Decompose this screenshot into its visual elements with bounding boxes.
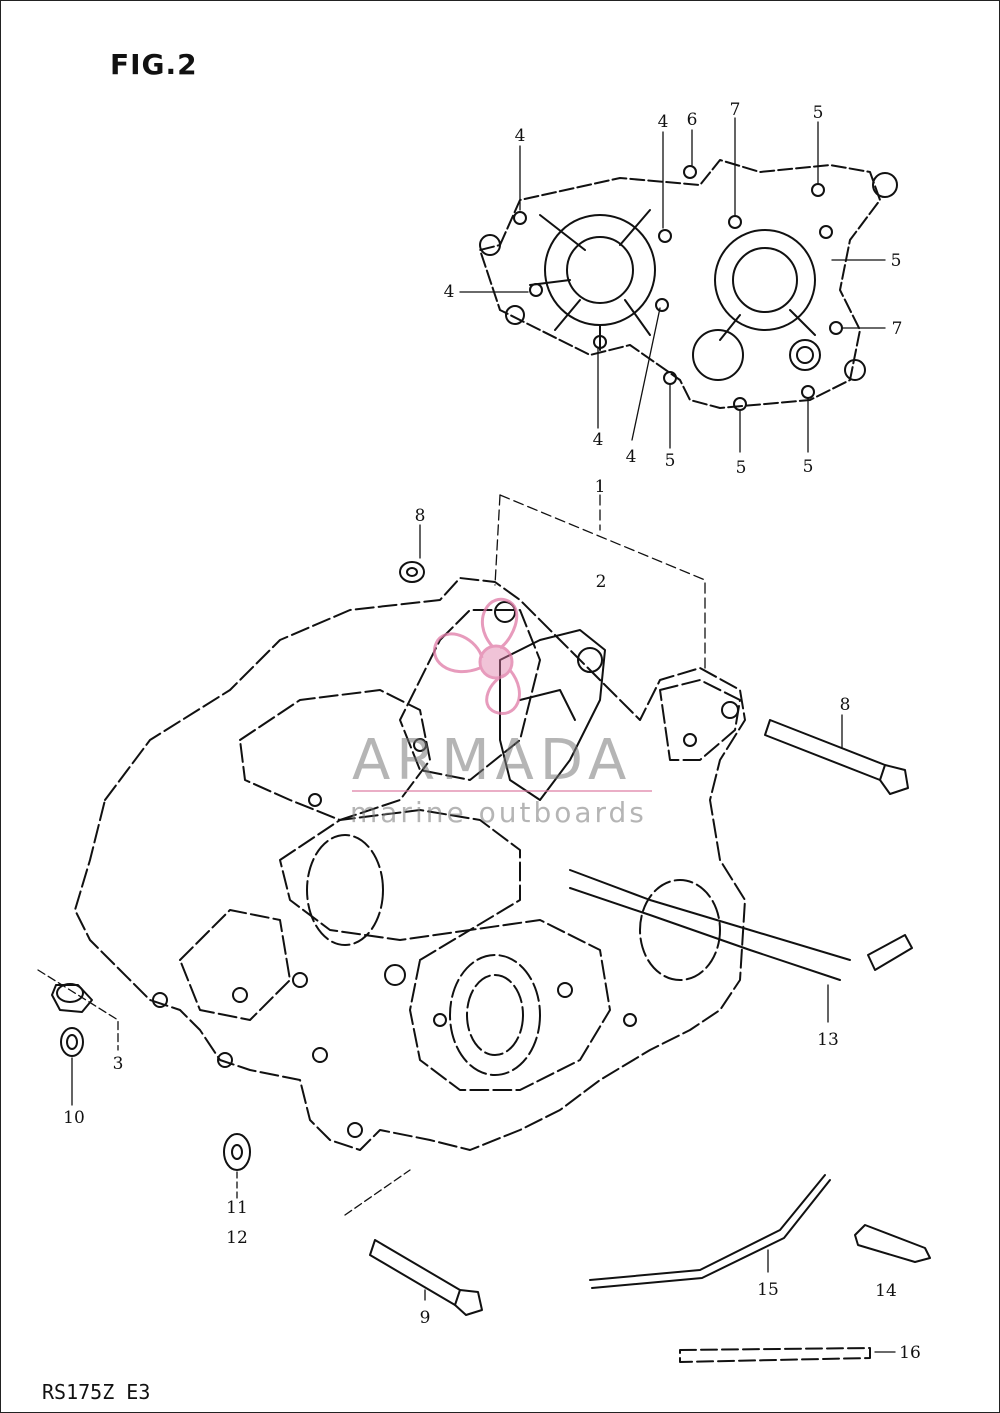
model-code: RS175Z E3 xyxy=(42,1380,151,1404)
tube-drawing xyxy=(679,1347,871,1363)
callout-label: 5 xyxy=(812,103,824,123)
callout-label: 5 xyxy=(802,457,814,477)
watermark-logo xyxy=(433,597,521,715)
callout-label: 4 xyxy=(443,282,455,302)
callout-label: 7 xyxy=(729,100,741,120)
drain-hose-drawing xyxy=(589,1174,831,1289)
watermark-tagline: marine outboards xyxy=(350,796,647,829)
crankcase-drawing xyxy=(74,577,746,1151)
callout-label: 13 xyxy=(817,1030,839,1050)
callout-label: 15 xyxy=(757,1280,779,1300)
callout-label: 14 xyxy=(875,1281,897,1301)
callout-label: 1 xyxy=(594,477,606,497)
callout-label: 8 xyxy=(839,695,851,715)
callout-label: 9 xyxy=(419,1308,431,1328)
callout-label: 3 xyxy=(112,1054,124,1074)
callout-label: 16 xyxy=(899,1343,921,1363)
long-bolt-drawing xyxy=(369,1239,483,1316)
callout-label: 11 xyxy=(226,1198,248,1218)
clamp-drawing xyxy=(854,1224,931,1263)
washer-drawing xyxy=(223,1133,251,1171)
callout-label: 4 xyxy=(592,430,604,450)
callout-label: 6 xyxy=(686,110,698,130)
bolt-drawing xyxy=(764,719,909,795)
callout-label: 8 xyxy=(414,506,426,526)
callout-label: 4 xyxy=(514,126,526,146)
watermark-underline xyxy=(352,790,652,792)
callout-label: 5 xyxy=(890,251,902,271)
callout-label: 4 xyxy=(657,112,669,132)
gasket-drawing xyxy=(499,629,606,801)
nut-drawing xyxy=(399,561,425,583)
callout-label: 5 xyxy=(664,451,676,471)
dowel-pin-drawing xyxy=(51,983,93,1013)
callout-label: 12 xyxy=(226,1228,248,1248)
oil-seal-drawing xyxy=(60,1027,84,1057)
callout-label: 7 xyxy=(891,319,903,339)
callout-label: 4 xyxy=(625,447,637,467)
figure-title: FIG.2 xyxy=(110,48,198,81)
breather-hose-drawing xyxy=(569,869,913,981)
callout-label: 5 xyxy=(735,458,747,478)
callout-label: 2 xyxy=(595,572,607,592)
watermark-name: ARMADA xyxy=(352,728,633,793)
crankcase-gasket-drawing xyxy=(479,159,898,411)
callout-label: 10 xyxy=(63,1108,85,1128)
